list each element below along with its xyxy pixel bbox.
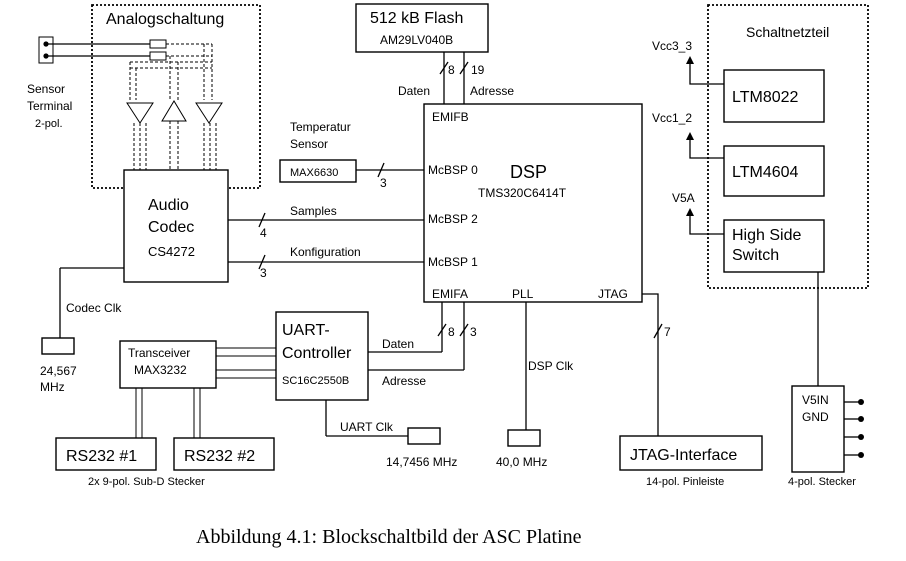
- dsp-title: DSP: [510, 162, 547, 182]
- uart-part: SC16C2550B: [282, 375, 349, 387]
- samples-bus-width: 4: [260, 226, 267, 240]
- konfig-bus-width: 3: [260, 266, 267, 280]
- dsp-clock-oscillator: [507, 429, 541, 447]
- uart-clock-oscillator: [407, 427, 441, 445]
- codec-clock-oscillator: [41, 337, 75, 355]
- konfig-label: Konfiguration: [290, 245, 361, 259]
- dsp-emifa-port: EMIFA: [432, 287, 468, 301]
- temp-bus-width: 3: [380, 176, 387, 190]
- rs232-2-label: RS232 #2: [184, 448, 255, 465]
- transceiver-rs232-lines: [135, 388, 201, 438]
- ltm8022-label: LTM8022: [732, 89, 799, 106]
- uart-addr-bus-width: 3: [470, 325, 477, 339]
- rs232-1-block: [55, 437, 157, 471]
- flash-adresse-label: Adresse: [470, 84, 514, 98]
- stecker-pin-gnd: GND: [802, 410, 829, 424]
- vcc1-label: Vcc1_2: [652, 111, 692, 125]
- jtag-bus-width: 7: [664, 325, 671, 339]
- transceiver-block: [119, 340, 217, 389]
- transceiver-label-2: MAX3232: [134, 363, 187, 377]
- dsp-jtag-port: JTAG: [598, 287, 628, 301]
- figure-caption: Abbildung 4.1: Blockschaltbild der ASC P…: [196, 526, 582, 548]
- stecker-pin-v5in: V5IN: [802, 393, 829, 407]
- ltm4604-block: [723, 145, 825, 197]
- dsp-freq: 40,0 MHz: [496, 455, 547, 469]
- uart-freq: 14,7456 MHz: [386, 455, 457, 469]
- pinleiste-label: 14-pol. Pinleiste: [646, 476, 724, 488]
- uart-clk-label: UART Clk: [340, 420, 394, 434]
- uart-daten-label: Daten: [382, 337, 414, 351]
- uart-data-bus-width: 8: [448, 325, 455, 339]
- codec-clk-label: Codec Clk: [66, 301, 122, 315]
- psu-title: Schaltnetzteil: [746, 24, 829, 40]
- analog-title: Analogschaltung: [106, 11, 224, 28]
- temp-label-2: Sensor: [290, 137, 328, 151]
- dsp-mcbsp1-port: McBSP 1: [428, 255, 478, 269]
- analog-circuit: [96, 39, 223, 170]
- audio-codec-title-2: Codec: [148, 219, 194, 236]
- ltm4604-label: LTM4604: [732, 164, 799, 181]
- samples-label: Samples: [290, 204, 337, 218]
- uart-title-1: UART-: [282, 322, 330, 339]
- audio-codec-block: [123, 169, 229, 283]
- v5a-arrow-icon: [686, 208, 694, 216]
- temp-sensor-block: [279, 159, 357, 183]
- temp-label-1: Temperatur: [290, 120, 351, 134]
- transceiver-label-1: Transceiver: [128, 346, 190, 360]
- stecker-label: 4-pol. Stecker: [788, 476, 856, 488]
- vcc1-arrow-icon: [686, 132, 694, 140]
- rs232-2-block: [173, 437, 275, 471]
- flash-block: [355, 3, 489, 53]
- flash-part: AM29LV040B: [380, 33, 453, 47]
- dsp-mcbsp2-port: McBSP 2: [428, 212, 478, 226]
- analog-region: [91, 4, 261, 189]
- rs232-1-label: RS232 #1: [66, 448, 137, 465]
- ltm8022-block: [723, 69, 825, 123]
- dsp-block: [423, 103, 643, 303]
- power-connector-block: [791, 385, 845, 473]
- dsp-part: TMS320C6414T: [478, 186, 567, 200]
- hss-label-1: High Side: [732, 227, 801, 244]
- sensor-terminal-label-2: Terminal: [27, 99, 72, 113]
- sensor-terminal-label-3: 2-pol.: [35, 118, 63, 130]
- dsp-emifb-port: EMIFB: [432, 110, 469, 124]
- sensor-terminal-connector: [38, 36, 96, 64]
- high-side-switch-block: [723, 219, 825, 273]
- temp-part: MAX6630: [290, 167, 338, 179]
- codec-freq-2: MHz: [40, 380, 65, 394]
- vcc3-arrow-icon: [686, 56, 694, 64]
- v5a-label: V5A: [672, 191, 695, 205]
- audio-codec-title-1: Audio: [148, 197, 189, 214]
- uart-title-2: Controller: [282, 345, 352, 362]
- uart-adresse-label: Adresse: [382, 374, 426, 388]
- sensor-terminal-label-1: Sensor: [27, 82, 65, 96]
- audio-codec-part: CS4272: [148, 244, 195, 259]
- uart-controller-block: [275, 311, 369, 401]
- codec-freq-1: 24,567: [40, 364, 77, 378]
- flash-daten-label: Daten: [398, 84, 430, 98]
- power-connector-pins: [844, 399, 864, 458]
- hss-label-2: Switch: [732, 247, 779, 264]
- subd-label: 2x 9-pol. Sub-D Stecker: [88, 476, 205, 488]
- dsp-pll-port: PLL: [512, 287, 534, 301]
- flash-addr-bus-width: 19: [471, 63, 485, 77]
- flash-title: 512 kB Flash: [370, 10, 463, 27]
- transceiver-uart-lines: [216, 347, 276, 379]
- vcc3-label: Vcc3_3: [652, 39, 692, 53]
- flash-data-bus-width: 8: [448, 63, 455, 77]
- dsp-clk-label: DSP Clk: [528, 359, 574, 373]
- psu-region: [707, 4, 869, 289]
- jtag-interface-label: JTAG-Interface: [630, 447, 737, 464]
- dsp-mcbsp0-port: McBSP 0: [428, 163, 478, 177]
- jtag-interface-block: [619, 435, 763, 471]
